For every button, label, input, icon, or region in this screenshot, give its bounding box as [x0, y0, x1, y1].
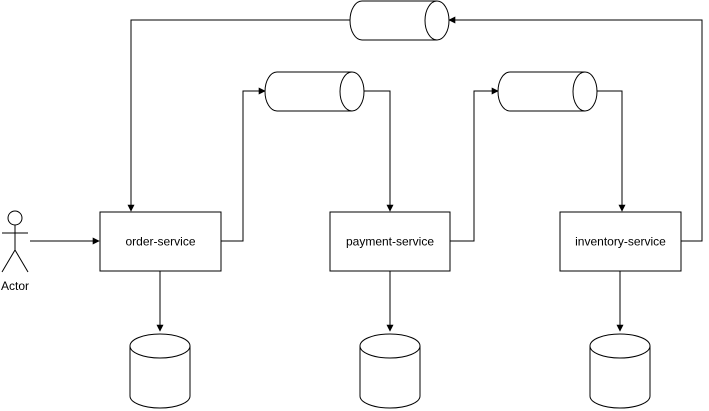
arrow-payment-to-queue	[450, 87, 499, 242]
queue-cylinder-icon	[349, 0, 450, 41]
queue-cylinder-icon	[497, 71, 598, 112]
service-inventory[interactable]: inventory-service	[559, 211, 682, 272]
arrow-inventory-to-top-queue	[448, 16, 703, 242]
database-payment[interactable]	[359, 333, 421, 409]
actor-label: Actor	[1, 279, 29, 293]
arrow-top-queue-to-order	[127, 19, 350, 212]
queue-payment-to-inventory[interactable]	[497, 71, 598, 112]
database-cylinder-icon	[359, 333, 421, 409]
database-inventory[interactable]	[589, 333, 651, 409]
service-box	[559, 211, 682, 272]
service-label: inventory-service	[575, 235, 666, 249]
queue-order-to-payment[interactable]	[264, 71, 365, 112]
service-payment[interactable]: payment-service	[329, 211, 451, 272]
service-order[interactable]: order-service	[99, 211, 222, 272]
database-cylinder-icon	[129, 333, 191, 409]
arrow-order-to-queue	[221, 87, 266, 242]
queue-top[interactable]	[349, 0, 450, 41]
actor-figure[interactable]: Actor	[1, 210, 29, 293]
service-box	[99, 211, 222, 272]
database-order[interactable]	[129, 333, 191, 409]
queue-cylinder-icon	[264, 71, 365, 112]
arrow-queue-to-payment	[364, 90, 394, 212]
service-label: payment-service	[346, 235, 434, 249]
database-cylinder-icon	[589, 333, 651, 409]
arrow-queue-to-inventory	[597, 90, 626, 212]
actor-icon	[1, 210, 29, 273]
service-label: order-service	[125, 235, 195, 249]
service-box	[329, 211, 451, 272]
